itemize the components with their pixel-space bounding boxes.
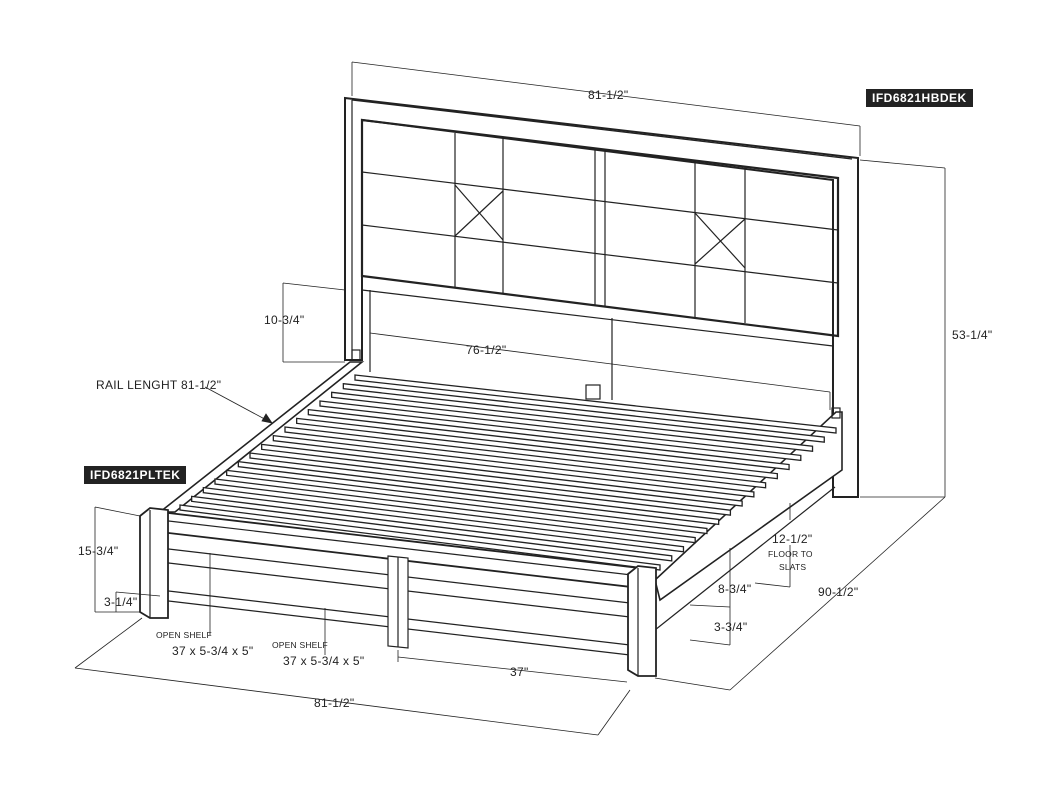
slat <box>319 400 802 462</box>
headboard <box>344 96 859 498</box>
bed-length-label: 90-1/2" <box>818 585 859 599</box>
inner-width-label: 76-1/2" <box>466 343 507 357</box>
slat <box>272 434 755 498</box>
footboard-height-label: 15-3/4" <box>78 544 119 558</box>
slat <box>226 469 708 535</box>
shelf-size: 37 x 5-3/4 x 5" <box>283 654 365 668</box>
slat <box>202 486 685 553</box>
slat <box>191 495 673 562</box>
dimension-lines <box>74 61 946 736</box>
shelf-label: OPEN SHELF <box>272 640 328 650</box>
slat <box>179 504 661 571</box>
slat <box>249 452 732 516</box>
slat <box>307 408 790 471</box>
slat <box>296 417 778 480</box>
shelf-span-label: 37" <box>510 665 529 679</box>
shelf-label: OPEN SHELF <box>156 630 212 640</box>
footboard-leg-label: 3-1/4" <box>104 595 138 609</box>
slat <box>237 460 720 526</box>
slat <box>354 374 837 434</box>
shelf-size: 37 x 5-3/4 x 5" <box>172 644 254 658</box>
footboard-width-label: 81-1/2" <box>314 696 355 710</box>
slat <box>214 478 696 544</box>
headboard-model-code: IFD6821HBDEK <box>866 89 973 107</box>
headboard-gap-label: 10-3/4" <box>264 313 305 327</box>
footboard-model-code: IFD6821PLTEK <box>84 466 187 484</box>
rail-height-label: 8-3/4" <box>718 582 752 596</box>
headboard-height-label: 53-1/4" <box>952 328 993 342</box>
floor-to-slats-label: 12-1/2" <box>772 532 813 546</box>
slats <box>179 374 837 571</box>
floor-to-slats-note: SLATS <box>779 562 807 572</box>
slat <box>284 426 767 489</box>
slat <box>261 443 743 507</box>
rail-length-label: RAIL LENGHT 81-1/2" <box>96 378 222 392</box>
footboard <box>139 507 657 677</box>
slat <box>331 391 814 452</box>
headboard-width-label: 81-1/2" <box>588 88 629 102</box>
rail-clearance-label: 3-3/4" <box>714 620 748 634</box>
slat <box>342 382 825 443</box>
floor-to-slats-note: FLOOR TO <box>768 549 813 559</box>
